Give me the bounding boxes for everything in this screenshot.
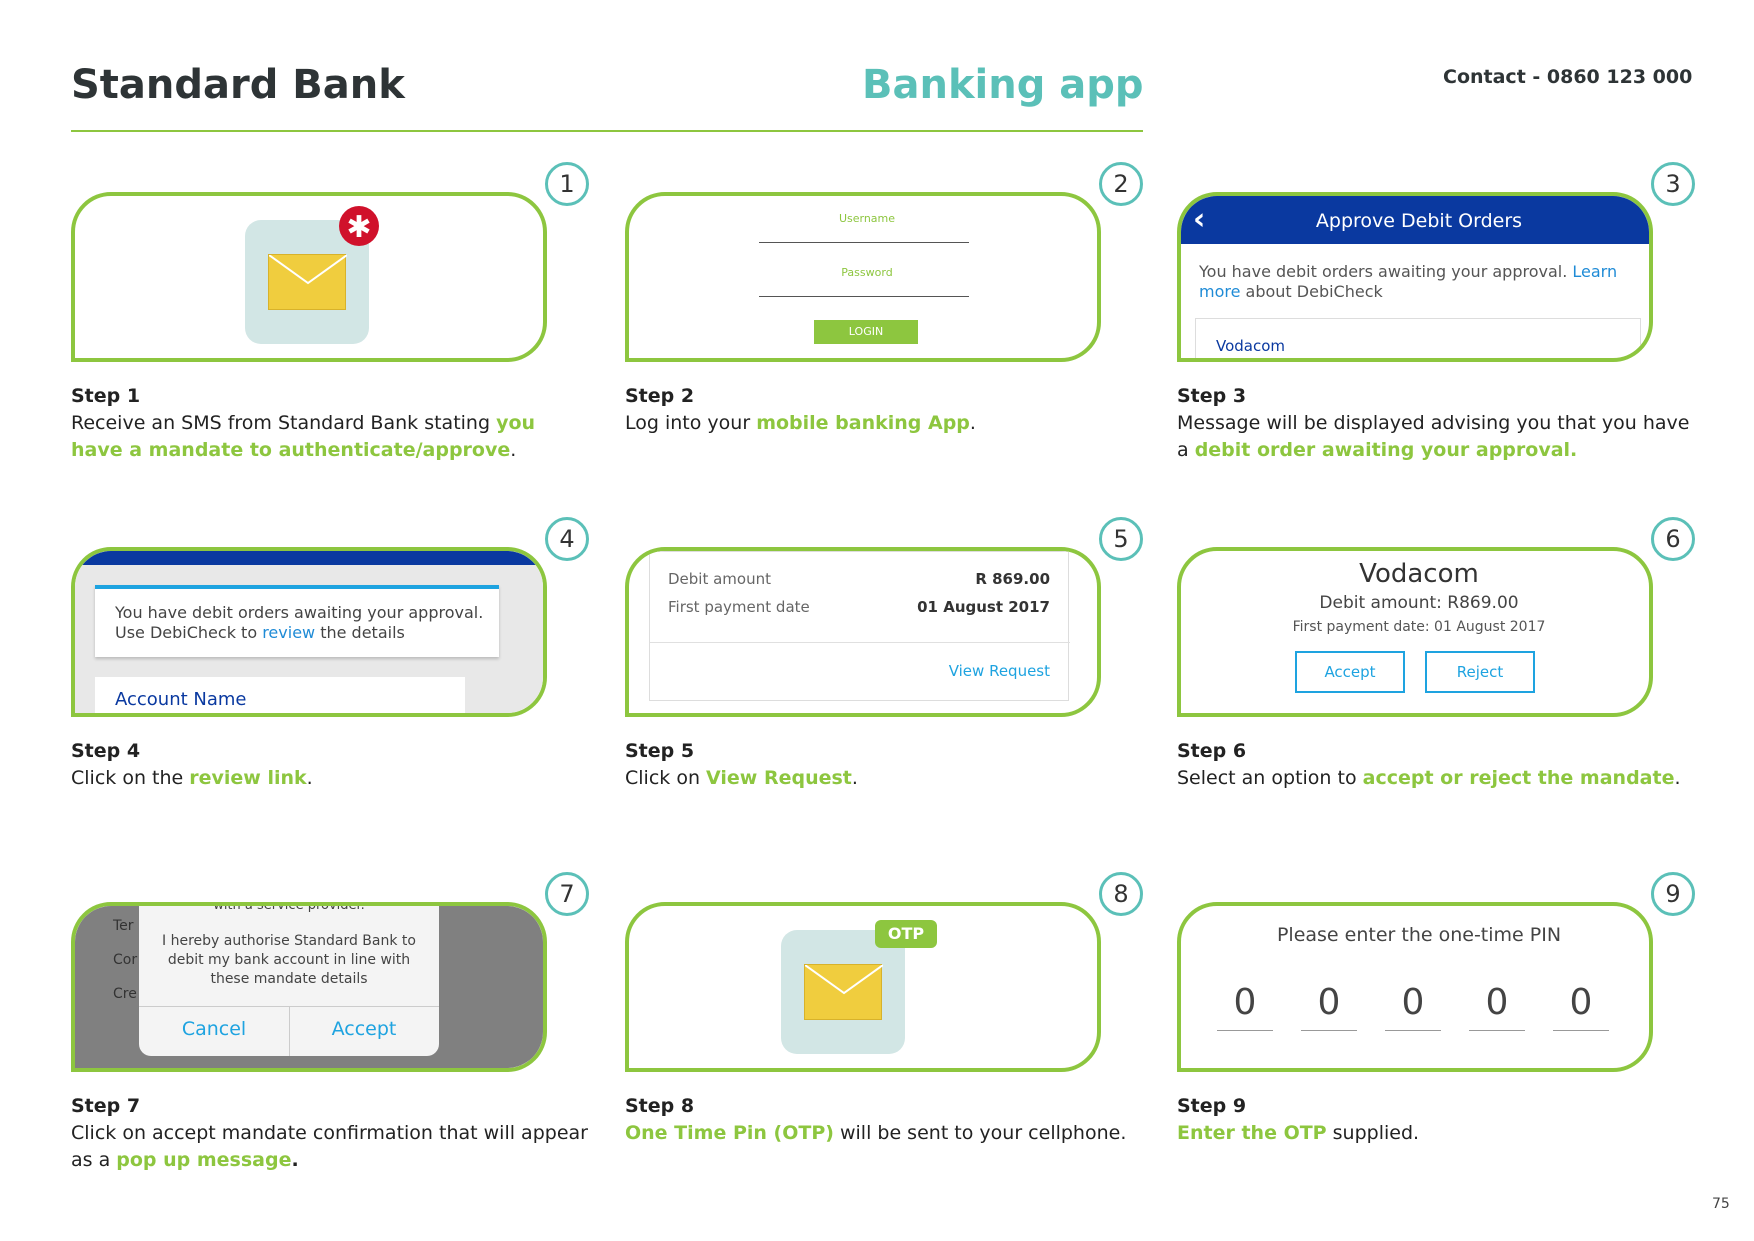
reject-button: Reject: [1425, 651, 1535, 693]
header-divider: [71, 130, 1143, 132]
step-description: Click on the review link.: [71, 767, 313, 789]
step-4-review-screen: You have debit orders awaiting your appr…: [71, 547, 547, 717]
debit-amount-value: R 869.00: [975, 570, 1050, 588]
step-9: Please enter the one-time PIN 0 0 0 0 0 …: [1177, 872, 1697, 1202]
step-description: One Time Pin (OTP) will be sent to your …: [625, 1122, 1127, 1144]
login-button: LOGIN: [814, 320, 918, 344]
step-3-approve-screen: ‹ Approve Debit Orders You have debit or…: [1177, 192, 1653, 362]
step-title: Step 5: [625, 740, 695, 762]
otp-digit: 0: [1569, 982, 1593, 1023]
step-1: ✱ 1 Step 1 Receive an SMS from Standard …: [71, 162, 591, 492]
creditor-name: Vodacom: [1359, 559, 1479, 589]
username-field: [759, 242, 969, 243]
step-1-illustration: ✱: [71, 192, 547, 362]
step-number-badge: 3: [1651, 162, 1695, 206]
otp-digit: 0: [1233, 982, 1257, 1023]
debit-amount: Debit amount: R869.00: [1319, 593, 1519, 613]
otp-digit: 0: [1485, 982, 1509, 1023]
debit-details-card: Debit amount R 869.00 First payment date…: [649, 551, 1070, 701]
otp-prompt: Please enter the one-time PIN: [1276, 924, 1562, 946]
step-title: Step 3: [1177, 385, 1247, 407]
debit-order-card: Vodacom: [1195, 318, 1641, 358]
page-number: 75: [1712, 1196, 1730, 1212]
step-description: Receive an SMS from Standard Bank statin…: [71, 412, 536, 461]
first-payment-value: 01 August 2017: [917, 598, 1050, 616]
dialog-message: I hereby authorise Standard Bank to debi…: [162, 933, 416, 987]
step-title: Step 6: [1177, 740, 1247, 762]
step-title: Step 4: [71, 740, 141, 762]
envelope-icon: [804, 964, 883, 1020]
step-title: Step 8: [625, 1095, 695, 1117]
otp-tag: OTP: [875, 920, 937, 948]
first-payment-label: First payment date: [668, 598, 810, 616]
step-5: Debit amount R 869.00 First payment date…: [625, 517, 1145, 847]
step-6: Vodacom Debit amount: R869.00 First paym…: [1177, 517, 1697, 847]
step-title: Step 1: [71, 385, 141, 407]
cancel-button: Cancel: [181, 1018, 247, 1040]
step-5-request-screen: Debit amount R 869.00 First payment date…: [625, 547, 1101, 717]
username-label: Username: [838, 212, 896, 225]
otp-digit: 0: [1317, 982, 1341, 1023]
password-field: [759, 296, 969, 297]
app-header-bar: [75, 551, 543, 565]
step-8: OTP 8 Step 8 One Time Pin (OTP) will be …: [625, 872, 1145, 1202]
app-tile: [781, 930, 905, 1054]
step-description: Log into your mobile banking App.: [625, 412, 976, 434]
approval-message: You have debit orders awaiting your appr…: [1199, 262, 1618, 301]
step-3: ‹ Approve Debit Orders You have debit or…: [1177, 162, 1697, 492]
mandate-confirmation-dialog: with a service provider. I hereby author…: [139, 906, 439, 1056]
step-6-decision-screen: Vodacom Debit amount: R869.00 First paym…: [1177, 547, 1653, 717]
document-title: Standard Bank: [71, 62, 405, 108]
step-8-illustration: OTP: [625, 902, 1101, 1072]
step-number-badge: 5: [1099, 517, 1143, 561]
review-notice-card: You have debit orders awaiting your appr…: [95, 585, 499, 657]
envelope-icon: [268, 254, 347, 310]
step-title: Step 7: [71, 1095, 141, 1117]
step-title: Step 9: [1177, 1095, 1247, 1117]
step-number-badge: 9: [1651, 872, 1695, 916]
step-number-badge: 2: [1099, 162, 1143, 206]
accept-button: Accept: [331, 1018, 397, 1040]
account-card: Account Name: [95, 677, 465, 713]
step-2-login-screen: Username Password LOGIN: [625, 192, 1101, 362]
first-payment-date: First payment date: 01 August 2017: [1292, 619, 1546, 635]
step-4: You have debit orders awaiting your appr…: [71, 517, 591, 847]
document-subtitle: Banking app: [862, 62, 1144, 108]
back-chevron-icon: ‹: [1193, 202, 1206, 237]
accept-button: Accept: [1295, 651, 1405, 693]
step-description: Click on View Request.: [625, 767, 858, 789]
creditor-name: Vodacom: [1216, 337, 1286, 355]
app-header-bar: ‹ Approve Debit Orders: [1181, 196, 1649, 244]
notification-asterisk-icon: ✱: [339, 206, 379, 246]
step-number-badge: 8: [1099, 872, 1143, 916]
review-link: review: [262, 623, 316, 642]
step-number-badge: 4: [545, 517, 589, 561]
debit-amount-label: Debit amount: [668, 570, 771, 588]
step-7-popup-screen: Ter Cor Cre with a service provider. I h…: [71, 902, 547, 1072]
contact-number: Contact - 0860 123 000: [1443, 66, 1693, 88]
step-description: Click on accept mandate confirmation tha…: [71, 1122, 588, 1171]
step-9-otp-screen: Please enter the one-time PIN 0 0 0 0 0: [1177, 902, 1653, 1072]
view-request-link: View Request: [948, 662, 1050, 680]
screen-title: Approve Debit Orders: [1315, 210, 1523, 232]
password-label: Password: [841, 266, 893, 279]
step-description: Select an option to accept or reject the…: [1177, 767, 1681, 789]
step-number-badge: 7: [545, 872, 589, 916]
step-number-badge: 6: [1651, 517, 1695, 561]
step-number-badge: 1: [545, 162, 589, 206]
otp-digit: 0: [1401, 982, 1425, 1023]
step-2: Username Password LOGIN 2 Step 2 Log int…: [625, 162, 1145, 492]
step-title: Step 2: [625, 385, 695, 407]
step-description: Enter the OTP supplied.: [1177, 1122, 1420, 1144]
step-7: Ter Cor Cre with a service provider. I h…: [71, 872, 591, 1202]
step-description: Message will be displayed advising you t…: [1177, 412, 1690, 461]
